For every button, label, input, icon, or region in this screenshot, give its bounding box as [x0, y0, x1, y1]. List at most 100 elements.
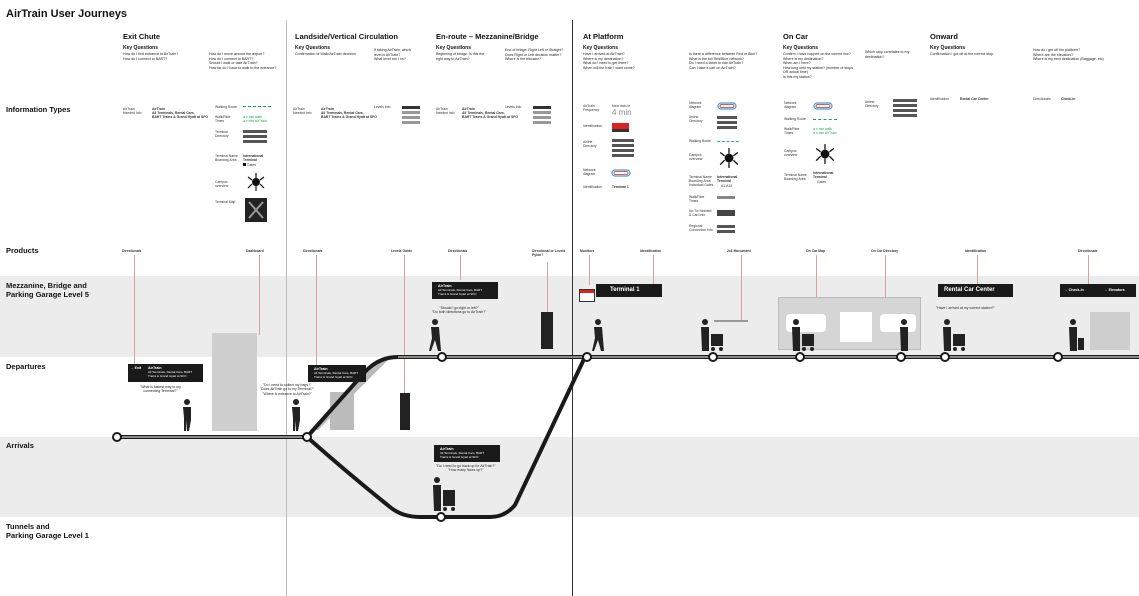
key-questions-label: Key Questions — [930, 45, 966, 51]
info-label: Levels Info — [505, 105, 522, 109]
product-tick — [816, 255, 817, 300]
info-label: AirTrain Needed Info — [293, 107, 312, 116]
info-label: Walk/Ride Times — [784, 127, 800, 136]
product-tick — [1088, 255, 1089, 285]
questions: How do I move around the airport? How do… — [209, 52, 277, 70]
info-label: Campus overview — [689, 153, 703, 162]
info-label: Terminal Name Boarding Area Individual G… — [689, 175, 714, 188]
info-label: Terminal Map — [215, 200, 236, 204]
info-value: AirTrain All Terminals, Rental Cars, BAR… — [321, 107, 377, 120]
traveler-with-cart-icon — [792, 319, 814, 351]
column-title: En-route – Mezzanine/Bridge — [436, 32, 539, 41]
info-value: AirTrain All Terminals, Rental Cars, BAR… — [462, 107, 518, 120]
info-label: Terminal Directory — [215, 130, 229, 139]
product-label: Directionals — [448, 249, 468, 253]
product-tick — [460, 255, 461, 280]
sign-text: All Terminals, Rental Cars, BART Trains … — [438, 288, 483, 296]
info-value: A1-A15 — [721, 184, 733, 188]
identification-swatch — [612, 123, 629, 129]
info-label: Walk/Ride Times — [689, 195, 705, 204]
questions: Confirm I have hopped on the correct lin… — [783, 52, 853, 79]
key-questions-label: Key Questions — [583, 45, 619, 51]
info-label: Network diagram — [784, 101, 797, 110]
product-tick — [653, 255, 654, 285]
terminal-map-icon — [245, 198, 267, 222]
info-value: International Terminal — [813, 171, 834, 180]
info-label: Terminal Name Boarding Area — [215, 154, 238, 163]
sign-text: Terminal 1 — [610, 287, 640, 293]
column-title: Landside/Vertical Circulation — [295, 32, 398, 41]
questions: How do I get off the platform? Where are… — [1033, 48, 1104, 62]
traveler-icon — [183, 399, 191, 431]
walking-route-line — [813, 119, 837, 120]
gates-icon — [243, 163, 246, 166]
info-label: Network diagram — [583, 168, 596, 177]
info-value: ● x min walk ● x min AirTrain — [813, 127, 837, 136]
info-label: Regional Connection Info — [689, 224, 713, 233]
key-questions-label: Key Questions — [123, 45, 159, 51]
product-label: Dashboard — [246, 249, 264, 253]
product-tick — [316, 255, 317, 365]
info-value: Gates — [247, 163, 257, 167]
product-tick — [134, 255, 135, 365]
traveler-quote: "What is fastest way to my connecting Te… — [140, 385, 181, 394]
directory-swatch — [717, 126, 737, 129]
info-label: Levels Info — [374, 105, 391, 109]
airtrain-sign: AirTrain All Terminals, Rental Cars, BAR… — [308, 365, 366, 382]
traveler-icon — [1069, 319, 1084, 351]
column-title: Exit Chute — [123, 32, 161, 41]
levels-swatch — [533, 121, 551, 124]
network-diagram-icon — [717, 102, 737, 110]
product-label: Monitors — [580, 249, 595, 253]
rental-car-sign: Rental Car Center — [938, 284, 1013, 297]
directory-swatch — [893, 99, 917, 102]
no-tix-swatch — [717, 210, 735, 216]
levels-swatch — [533, 106, 551, 109]
info-label: Airline Directory — [583, 140, 597, 149]
campus-icon — [815, 144, 835, 164]
info-label: Identification — [583, 124, 603, 128]
traveler-quote: "Should I go right or left?" "Do both di… — [432, 306, 487, 315]
levels-swatch — [533, 116, 551, 119]
sign-text: → Elevators — [1104, 288, 1125, 292]
directory-swatch — [893, 114, 917, 117]
sign-text: AirTrain — [314, 367, 328, 371]
walking-route-line — [717, 141, 739, 142]
questions: Have I arrived at AirTrain? Where is my … — [583, 52, 635, 70]
questions: If taking AirTrain, which level is AirTr… — [374, 48, 412, 62]
info-value: Check-in — [1061, 97, 1076, 101]
questions: Is there a difference between Red or Blu… — [689, 52, 758, 70]
directory-swatch — [243, 130, 267, 133]
campus-icon — [719, 148, 739, 168]
questions: How do I find entrance to AirTrain? How … — [123, 52, 179, 61]
levels-swatch — [402, 116, 420, 119]
info-label: Directionals — [1033, 97, 1051, 101]
info-label: Next train in — [612, 104, 631, 108]
info-value: International Terminal — [717, 175, 738, 184]
product-tick — [741, 255, 742, 320]
traveler-icon — [592, 319, 604, 351]
info-value: Terminal 1 — [612, 185, 629, 189]
questions: Confirmation I got off at the correct st… — [930, 52, 995, 56]
questions: End of bridge: Right Left or Straight? D… — [505, 48, 564, 62]
band-tunnels — [0, 517, 1139, 596]
info-label: AirTrain Frequency — [583, 104, 600, 113]
sign-text: All Terminals, Rental Cars, BART Trains … — [148, 370, 193, 378]
traveler-with-cart-icon — [701, 319, 723, 351]
info-value: Rental Car Center — [960, 97, 989, 101]
questions: Which stop correlates to my destination? — [865, 50, 910, 59]
row-label-information-types: Information Types — [6, 105, 71, 114]
sign-text: → Exit — [130, 366, 142, 370]
traveler-icon — [900, 319, 908, 351]
info-label: Walking Route — [784, 117, 806, 121]
levels-swatch — [402, 121, 420, 124]
levels-swatch — [402, 111, 420, 114]
train-door — [840, 312, 872, 342]
directory-swatch — [612, 139, 634, 142]
questions: Beginning of bridge: Is this the right w… — [436, 52, 485, 61]
identification-swatch — [612, 129, 629, 132]
traveler-with-cart-icon — [943, 319, 965, 351]
directory-swatch — [893, 104, 917, 107]
info-label: Walk/Ride Times — [215, 115, 231, 124]
